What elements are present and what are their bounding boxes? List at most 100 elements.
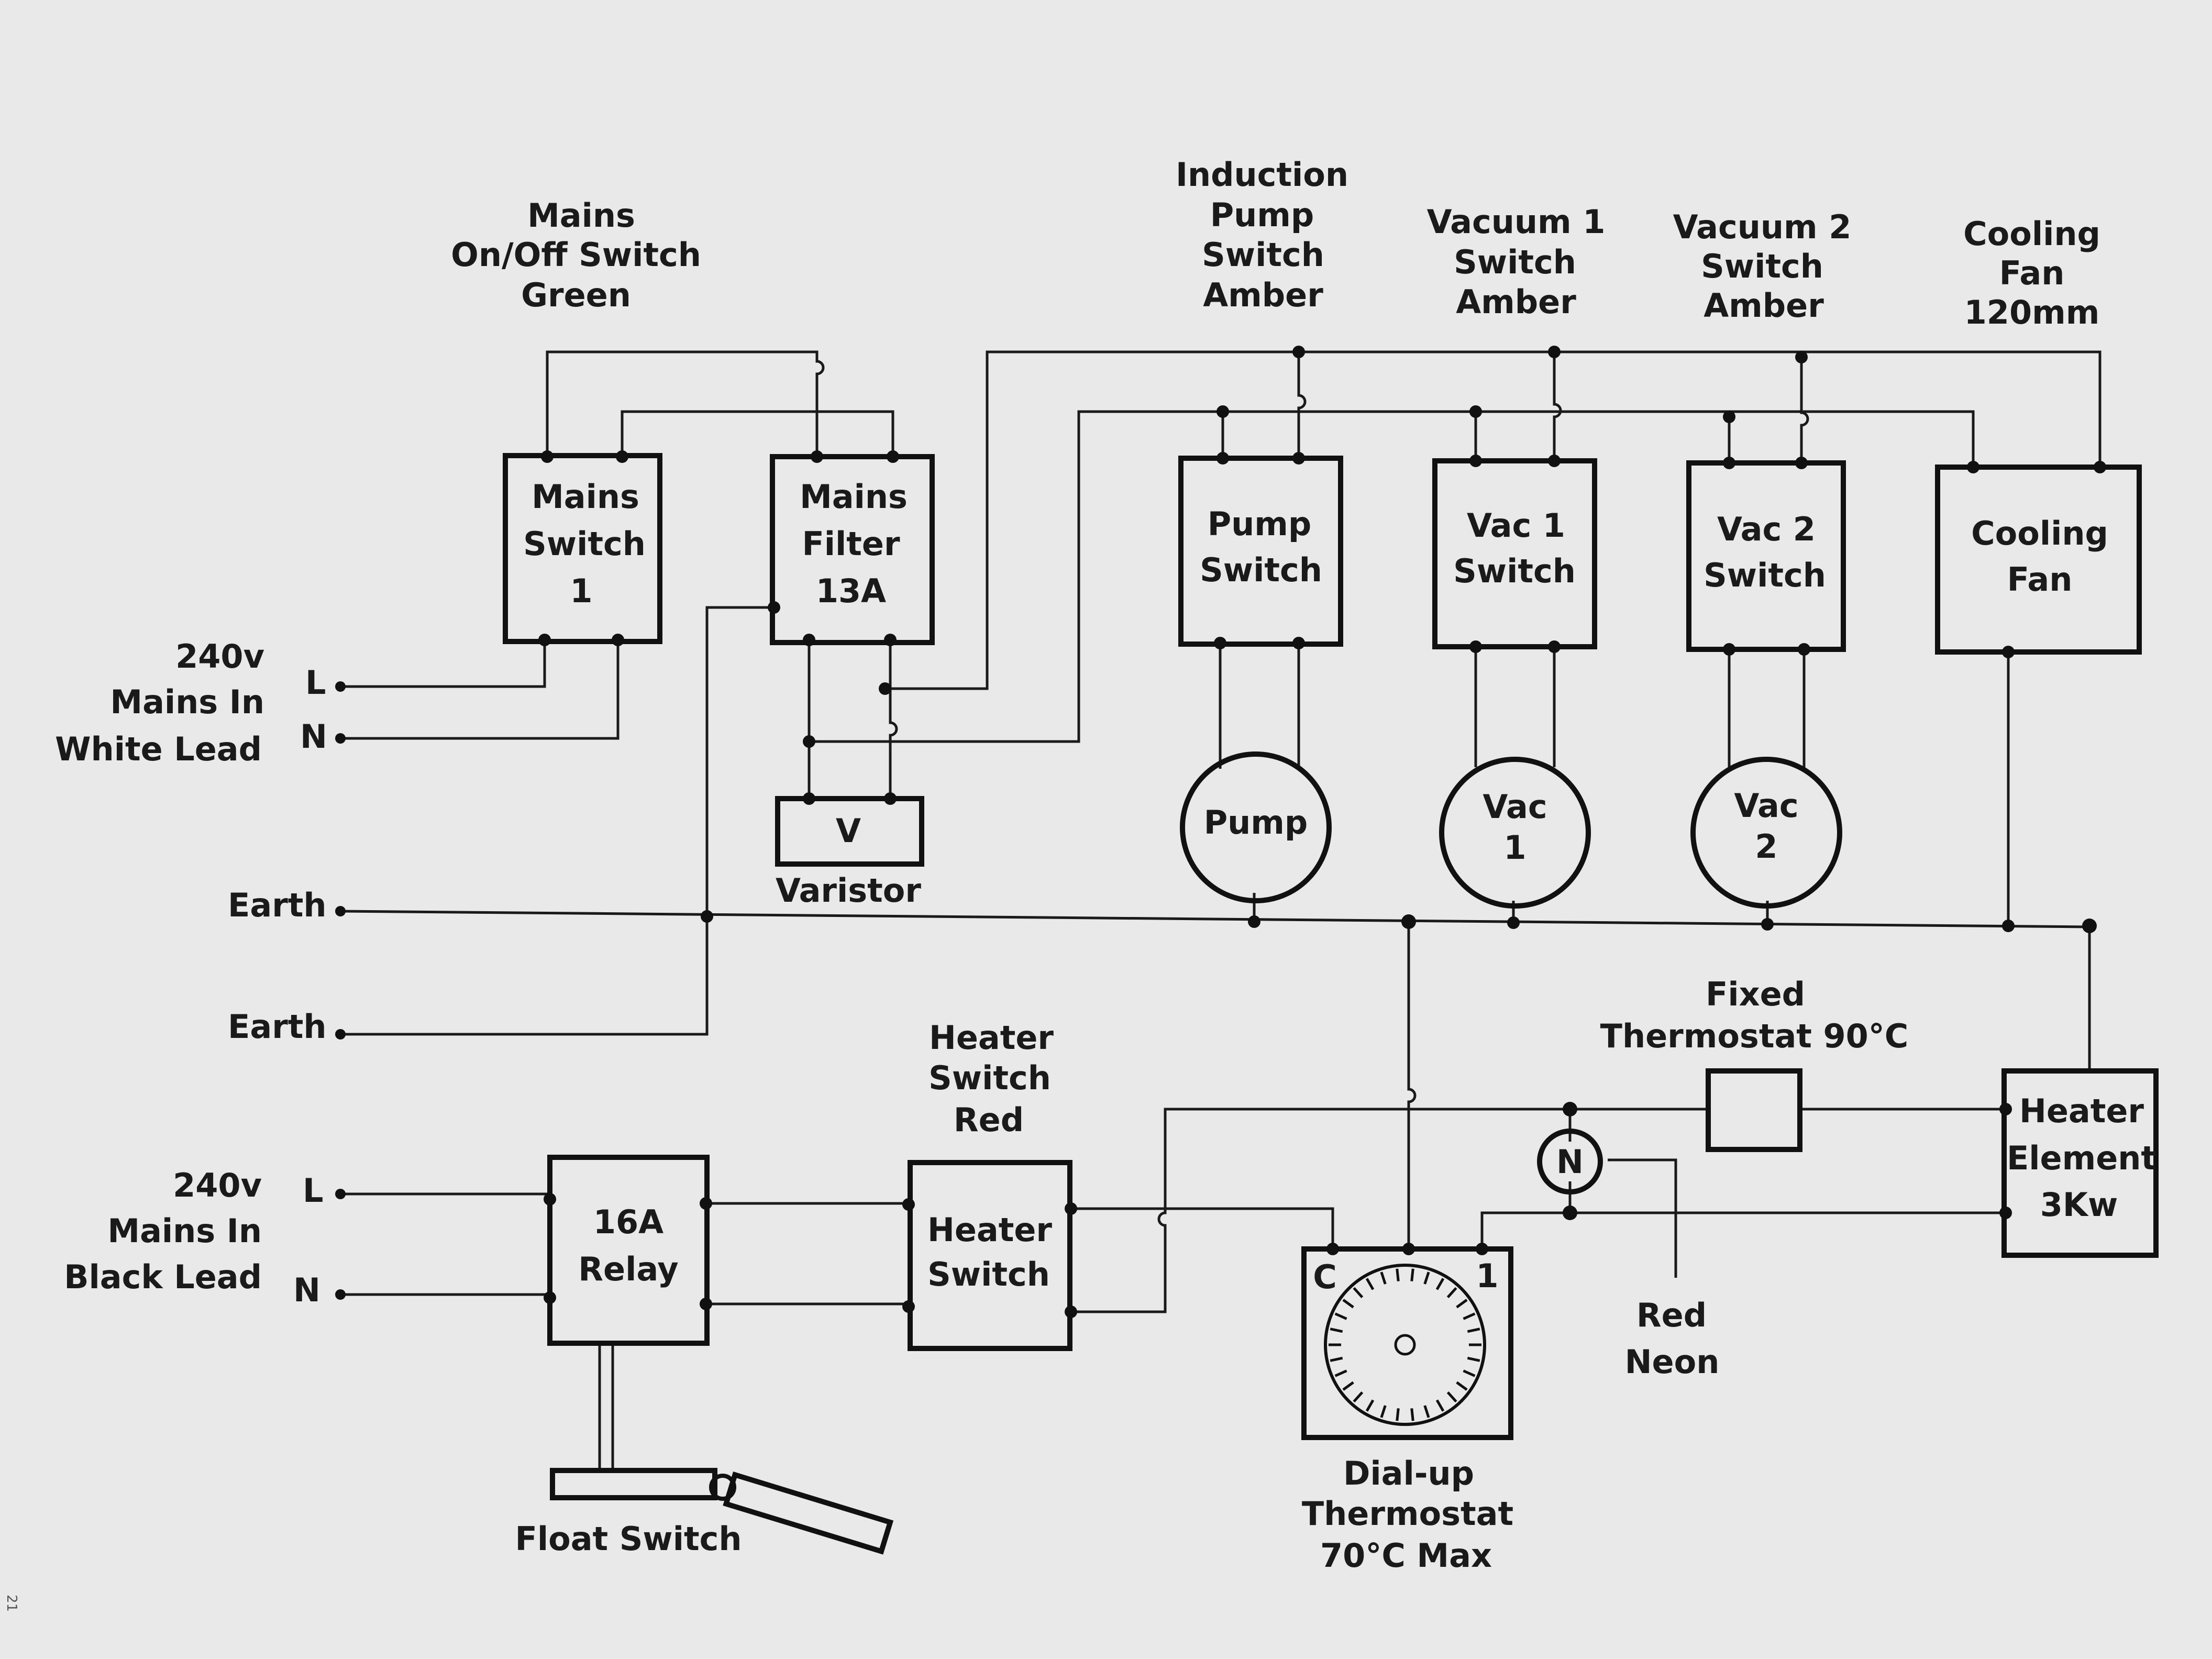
junction-dot bbox=[1761, 918, 1774, 931]
junction-dot bbox=[2002, 920, 2015, 932]
wire-white-L bbox=[340, 640, 546, 688]
junction-dot bbox=[1292, 346, 1305, 358]
junction-dot bbox=[1795, 351, 1808, 363]
dial-tick bbox=[1435, 1399, 1445, 1412]
heater-switch-text-2: Switch bbox=[927, 1255, 1050, 1293]
labels: Mains On/Off Switch Green Induction Pump… bbox=[4, 156, 2156, 1612]
wire-pump-motor bbox=[1219, 643, 1300, 769]
heater-switch-red-label-1: Heater bbox=[929, 1019, 1054, 1057]
fixed-thermostat-box bbox=[1706, 1068, 1802, 1152]
terminal-dot bbox=[335, 733, 346, 744]
junction-dot bbox=[1248, 915, 1260, 928]
terminal-dot bbox=[335, 906, 346, 916]
heater-element-box bbox=[2001, 1068, 2159, 1258]
dial-tick bbox=[1446, 1391, 1457, 1403]
red-neon-label-1: Red bbox=[1636, 1296, 1707, 1334]
black-lead-terminal-l: L bbox=[303, 1171, 324, 1210]
dial-tick bbox=[1396, 1408, 1400, 1421]
relay-text-1: 16A bbox=[593, 1203, 663, 1241]
varistor-label: Varistor bbox=[776, 871, 921, 910]
thermostat-dial-center bbox=[1394, 1334, 1416, 1356]
vac2-switch-text-2: Switch bbox=[1704, 556, 1826, 594]
red-neon-lamp bbox=[1537, 1129, 1603, 1195]
red-neon-label-2: Neon bbox=[1625, 1343, 1720, 1381]
junction-dot bbox=[1401, 914, 1416, 929]
float-switch-arm bbox=[723, 1472, 894, 1555]
black-lead-label-2: Mains In bbox=[107, 1212, 262, 1250]
dialup-thermostat-label-1: Dial-up bbox=[1343, 1454, 1474, 1492]
vac1-switch-text-1: Vac 1 bbox=[1467, 506, 1565, 545]
wire-earth-bus bbox=[340, 910, 2090, 928]
junction-dot bbox=[879, 682, 891, 695]
wire-vac1-motor bbox=[1474, 647, 1556, 767]
junction-dot bbox=[1507, 916, 1520, 929]
junction-dot bbox=[1548, 346, 1561, 358]
dialup-thermostat-label-2: Thermostat bbox=[1302, 1495, 1513, 1533]
heater-element-text-1: Heater bbox=[2019, 1092, 2144, 1130]
float-switch-pivot bbox=[709, 1474, 736, 1501]
vac1-switch-text-2: Switch bbox=[1453, 552, 1576, 590]
junction-dot bbox=[701, 910, 713, 923]
relay-box bbox=[547, 1155, 710, 1346]
mains-filter-box bbox=[770, 454, 935, 645]
junction-dot bbox=[1723, 411, 1735, 423]
junction-dot bbox=[1563, 1205, 1577, 1220]
induction-pump-label-1: Induction bbox=[1176, 156, 1348, 194]
heater-element-text-2: Element bbox=[2007, 1139, 2156, 1177]
mains-switch-text-3: 1 bbox=[570, 572, 592, 610]
wire-switch-to-thermostat bbox=[1071, 1207, 1334, 1249]
terminal-dot bbox=[335, 681, 346, 692]
vacuum2-label-2: Switch bbox=[1701, 247, 1823, 285]
vacuum1-label-1: Vacuum 1 bbox=[1427, 203, 1606, 241]
mains-switch-text-1: Mains bbox=[532, 478, 639, 516]
page-margin-mark: 21 bbox=[4, 1595, 19, 1612]
dial-tick bbox=[1334, 1312, 1347, 1320]
neon-symbol: N bbox=[1556, 1143, 1584, 1181]
dial-tick bbox=[1467, 1328, 1480, 1333]
black-lead-label-3: Black Lead bbox=[64, 1258, 262, 1296]
terminal-dot bbox=[335, 1289, 346, 1300]
mains-filter-text-2: Filter bbox=[802, 525, 900, 563]
wire-vac2-switch-live bbox=[1800, 352, 1809, 463]
float-switch-base bbox=[550, 1468, 717, 1500]
white-lead-terminal-n: N bbox=[300, 717, 327, 756]
wiring bbox=[340, 350, 2102, 1470]
cooling-fan-text-1: Cooling bbox=[1971, 514, 2108, 552]
vacuum1-label-3: Amber bbox=[1456, 283, 1576, 321]
junction-dot bbox=[803, 735, 815, 748]
dial-tick bbox=[1456, 1299, 1468, 1309]
wire-filter-to-neutral-bus bbox=[809, 410, 1975, 743]
junction-dot bbox=[1563, 1102, 1577, 1116]
vacuum1-label-2: Switch bbox=[1454, 243, 1576, 281]
terminal-dot bbox=[335, 1189, 346, 1199]
wire-earth-to-thermostat bbox=[1407, 922, 1417, 1249]
dialup-thermostat-label-3: 70°C Max bbox=[1320, 1536, 1492, 1575]
thermostat-dial-ticks bbox=[1329, 1268, 1481, 1421]
mains-onoff-label-1: Mains bbox=[527, 196, 635, 235]
cooling-fan-text-2: Fan bbox=[2007, 560, 2073, 599]
pump-motor-text: Pump bbox=[1204, 803, 1308, 842]
wire-switch-to-filter-b bbox=[621, 410, 894, 457]
pump-switch-box bbox=[1178, 456, 1343, 647]
vac2-switch-text-1: Vac 2 bbox=[1717, 510, 1816, 548]
vac1-motor bbox=[1439, 757, 1591, 909]
vacuum2-label-3: Amber bbox=[1704, 286, 1824, 325]
cooling-fan-label-3: 120mm bbox=[1964, 293, 2100, 331]
dial-tick bbox=[1410, 1268, 1414, 1281]
relay-text-2: Relay bbox=[578, 1250, 678, 1288]
induction-pump-label-3: Switch bbox=[1202, 236, 1324, 274]
dial-tick bbox=[1446, 1287, 1457, 1299]
white-lead-label-3: White Lead bbox=[55, 730, 262, 768]
wire-thermostat1-to-heater bbox=[1480, 1211, 2006, 1249]
varistor-symbol: V bbox=[836, 812, 861, 850]
junction-dot bbox=[1216, 405, 1229, 418]
fixed-thermostat-label-1: Fixed bbox=[1706, 975, 1805, 1013]
dial-tick bbox=[1365, 1278, 1375, 1290]
mains-filter-text-1: Mains bbox=[800, 478, 908, 516]
terminal-dot bbox=[335, 1029, 346, 1039]
fixed-thermostat-label-2: Thermostat 90°C bbox=[1600, 1017, 1909, 1055]
dial-tick bbox=[1353, 1391, 1364, 1403]
pump-switch-text-1: Pump bbox=[1208, 505, 1312, 543]
white-lead-label-2: Mains In bbox=[110, 683, 264, 721]
